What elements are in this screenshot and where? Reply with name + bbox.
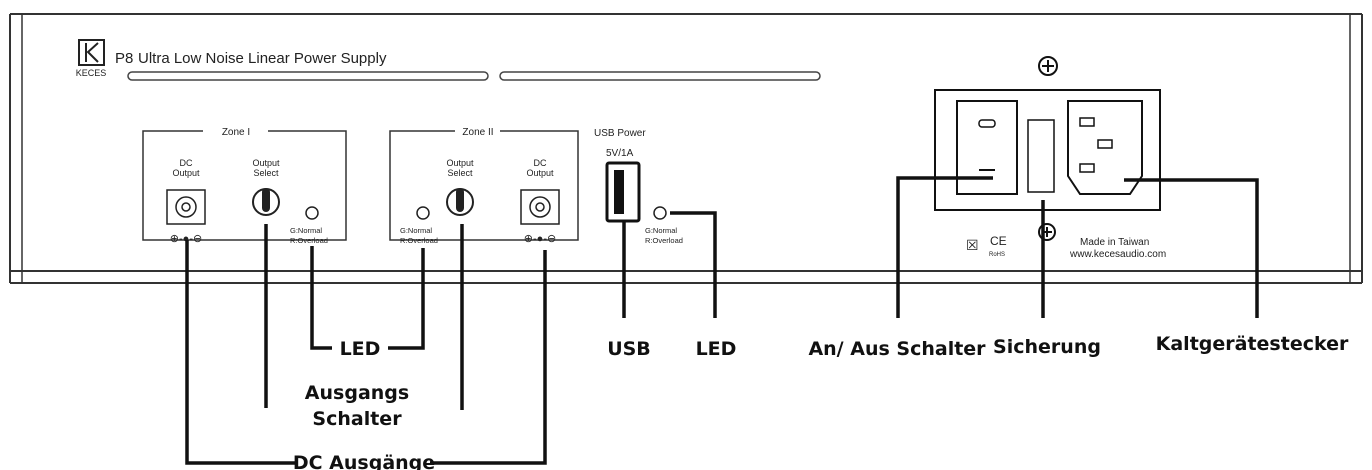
zone-2-led-normal: G:Normal [400, 226, 432, 235]
callout-ausgangs-line2: Schalter [312, 408, 402, 430]
usb-section: USB Power 5V/1A G:Normal R:Overload [594, 128, 683, 245]
zone-1-select-label-2: Select [253, 168, 279, 178]
iec-socket [1067, 100, 1143, 195]
callout-usb: USB [607, 338, 651, 360]
callout-iec-socket: Kaltgerätestecker [1156, 333, 1349, 355]
fuse-holder [1027, 119, 1055, 193]
zone-1-led-overload: R:Overload [290, 236, 328, 245]
zone-2-dc-label-2: Output [526, 168, 554, 178]
usb-power-label: USB Power [594, 128, 646, 139]
leader-lines [185, 176, 1259, 465]
zone-1-dc-label-2: Output [172, 168, 200, 178]
vent-slot-right [499, 71, 821, 81]
ground-icon [1038, 56, 1058, 76]
callout-power-switch: An/ Aus Schalter [808, 338, 986, 360]
zone-2-polarity-icon: ⊕-●-⊖ [524, 233, 556, 245]
power-rocker-switch [956, 100, 1018, 195]
callout-fuse: Sicherung [993, 336, 1101, 358]
zone-1-polarity-icon: ⊕-●-⊖ [170, 233, 202, 245]
weee-icon: ☒ [966, 237, 979, 253]
website-text: www.kecesaudio.com [1069, 249, 1166, 260]
ground-icon-lower [1038, 223, 1056, 241]
zone-2-label: Zone II [462, 127, 493, 138]
usb-led-normal: G:Normal [645, 226, 677, 235]
zone-2-dc-jack [520, 189, 560, 225]
usb-rating: 5V/1A [606, 148, 634, 159]
product-title: Ultra Low Noise Linear Power Supply [138, 50, 387, 67]
usb-led [653, 206, 667, 220]
callout-dc-ausgaenge: DC Ausgänge [293, 452, 435, 470]
made-in-text: Made in Taiwan [1080, 237, 1149, 248]
zone-2-select-label-1: Output [446, 158, 474, 168]
zone-1-select-label-1: Output [252, 158, 280, 168]
callout-ausgangs-line1: Ausgangs [305, 382, 409, 404]
chassis [9, 13, 1363, 284]
zone-1: Zone I DC Output ⊕-●-⊖ Output Select G:N… [142, 127, 347, 245]
zone-2-led-overload: R:Overload [400, 236, 438, 245]
keces-logo: KECES [76, 39, 107, 78]
zone-2-dc-label-1: DC [534, 158, 547, 168]
zone-1-label: Zone I [222, 127, 250, 138]
usb-led-overload: R:Overload [645, 236, 683, 245]
vent-slot-left [127, 71, 489, 81]
callout-led-left: LED [340, 338, 381, 360]
brand-text: KECES [76, 68, 107, 78]
zone-2: Zone II Output Select DC Output ⊕-●-⊖ G:… [389, 127, 579, 245]
ce-mark: CE [990, 234, 1007, 248]
zone-2-select-label-2: Select [447, 168, 473, 178]
power-inlet-module: ☒ CE RoHS Made in Taiwan www.kecesaudio.… [934, 56, 1166, 260]
zone-1-led [305, 206, 319, 220]
zone-1-dc-jack [166, 189, 206, 225]
callout-led-right: LED [696, 338, 737, 360]
zone-1-dc-label-1: DC [180, 158, 193, 168]
zone-1-led-normal: G:Normal [290, 226, 322, 235]
rohs-mark: RoHS [989, 252, 1005, 258]
model-text: P8 [115, 50, 133, 67]
zone-2-led [416, 206, 430, 220]
